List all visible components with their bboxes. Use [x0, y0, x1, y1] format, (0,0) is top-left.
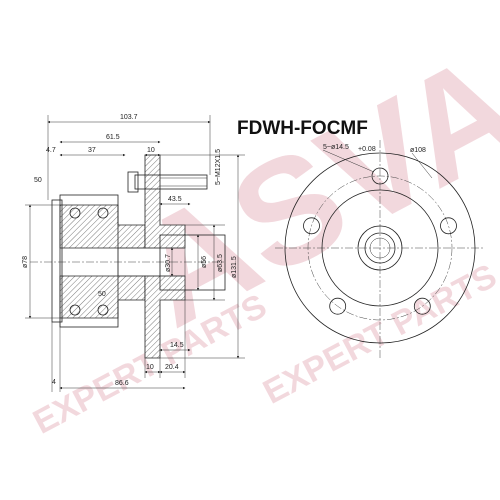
- dim-dia-78: ø78: [22, 256, 29, 268]
- dim-43-5: 43.5: [168, 196, 182, 203]
- bolt-circle: [307, 175, 453, 321]
- bolt-hole: [303, 217, 320, 235]
- dim-dia-108: ø108: [410, 147, 426, 154]
- dim-4-7: 4.7: [46, 147, 56, 154]
- dim-dia-63-5: ø63.5: [217, 254, 224, 272]
- dim-dia-131-5: ø131.5: [231, 256, 238, 278]
- bolt-hole: [329, 297, 347, 315]
- dim-61-5: 61.5: [106, 134, 120, 141]
- bearing-ball: [69, 304, 81, 316]
- dim-14-5: 14.5: [170, 342, 184, 349]
- dim-thread: 5~M12X1.5: [215, 149, 222, 185]
- dim-radius-note-bot: 50: [98, 291, 106, 298]
- hub-pilot: [159, 234, 226, 291]
- part-number-title: FDWH-FOCMF: [237, 118, 368, 139]
- bolt-hole: [371, 167, 389, 185]
- dim-86-6: 86.6: [115, 380, 129, 387]
- bolt-hole: [440, 217, 457, 235]
- hub-shaft: [117, 247, 186, 277]
- hole-leader: [322, 149, 375, 173]
- front-view: 5~ø14.5 +0.08 ø108: [275, 140, 485, 360]
- wheel-stud: [134, 174, 208, 190]
- bearing-ball: [97, 207, 109, 219]
- dim-103-7: 103.7: [120, 114, 138, 121]
- dim-10-top: 10: [147, 147, 155, 154]
- dim-holes: 5~ø14.5: [323, 144, 349, 151]
- bore-inner-circle: [364, 232, 396, 264]
- side-dimensions: 103.7 61.5 37 10 4.7 5~M12X1.5 43.5 ø30.…: [22, 114, 245, 392]
- bore-center-circle: [369, 237, 391, 259]
- dim-radius-note-top: 50: [34, 177, 42, 184]
- bearing-shell: [51, 199, 63, 323]
- bearing-ball: [69, 207, 81, 219]
- pcd-leader: [411, 152, 433, 179]
- bearing-ball: [97, 304, 109, 316]
- dim-dia-56: ø56: [201, 256, 208, 268]
- bolt-hole: [413, 297, 431, 315]
- dim-37: 37: [88, 147, 96, 154]
- flange-outer-circle: [284, 152, 476, 344]
- stud-head: [127, 171, 139, 193]
- pilot-circle: [321, 189, 439, 307]
- bore-outer-circle: [357, 225, 403, 271]
- dim-holes-tolerance: +0.08: [358, 146, 376, 153]
- dim-4-bot: 4: [52, 379, 56, 386]
- dim-dia-30-7: ø30.7: [165, 254, 172, 272]
- dim-20-4: 20.4: [165, 364, 179, 371]
- dim-10-bot: 10: [146, 364, 154, 371]
